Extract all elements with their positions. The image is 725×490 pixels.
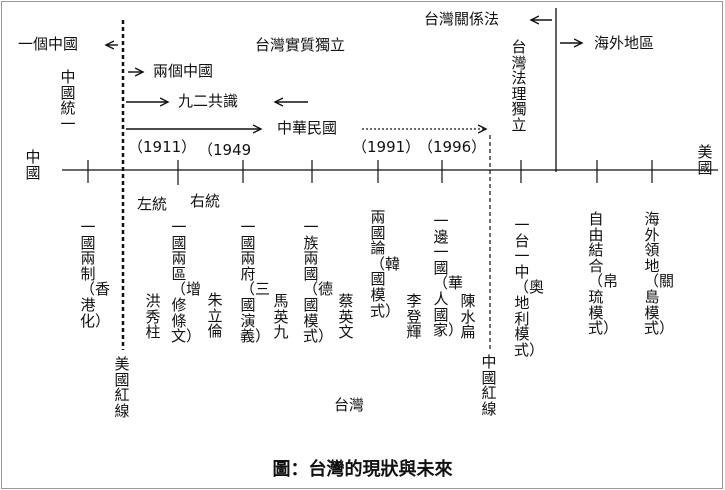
year-1949: （1949 (198, 141, 252, 159)
overseas-territory-label: 海外地區 (594, 34, 655, 52)
one-china-label: 一個中國 (18, 35, 79, 53)
year-1911: （1911） (128, 138, 197, 156)
figure-caption: 圖：台灣的現狀與未來 (272, 459, 453, 480)
model-one-country-two-govts: 一國兩府（三國演義） (240, 218, 271, 346)
right-wing-label: 右統 (190, 192, 221, 210)
year-1996: （1996） (418, 138, 487, 156)
person-ma-ying-jeou: 馬英九 (273, 292, 289, 342)
axis-left-china: 中國 (25, 148, 41, 182)
model-one-country-two-systems: 一國兩制（香港化） (80, 218, 111, 330)
taiwan-relations-act-label: 台灣關係法 (424, 10, 500, 28)
taiwan-region-label: 台灣 (334, 396, 365, 414)
roc-label: 中華民國 (277, 119, 338, 137)
year-1991: （1991） (352, 138, 421, 156)
axis-right-us: 美國 (697, 143, 713, 177)
model-one-taiwan-one-china: 一台一中（奧地利模式） (514, 216, 545, 359)
model-one-country-each-side: 一邊一國（華人國家） (433, 212, 464, 340)
two-chinas-label: 兩個中國 (153, 62, 214, 80)
person-chen-shui-bian: 陳水扁 (460, 292, 476, 342)
person-hung-hsiu-chu: 洪秀柱 (145, 292, 161, 342)
us-red-line-label: 美國紅線 (114, 355, 130, 420)
model-one-country-two-areas: 一國兩區（增修條文） (171, 218, 202, 346)
left-wing-label: 左統 (137, 195, 168, 213)
china-red-line-label: 中國紅線 (481, 353, 497, 418)
consensus-92-label: 九二共識 (178, 92, 239, 110)
model-free-association: 自由結合（帛琉模式） (588, 210, 619, 338)
person-tsai-ing-wen: 蔡英文 (338, 292, 354, 342)
model-two-states-theory: 兩國論（韓國模式） (370, 208, 401, 320)
model-one-nation-two-states: 一族兩國（德國模式） (303, 218, 334, 346)
model-overseas-dependency: 海外領地（關島模式） (644, 210, 675, 338)
china-unification-label: 中國統一 (60, 68, 76, 133)
taiwan-independence-label: 台灣實質獨立 (255, 36, 346, 54)
person-lee-teng-hui: 李登輝 (406, 292, 422, 342)
taiwan-legal-independence-label: 台灣法理獨立 (511, 38, 527, 134)
person-eric-chu: 朱立倫 (207, 291, 223, 341)
axis-ticks (87, 160, 653, 185)
